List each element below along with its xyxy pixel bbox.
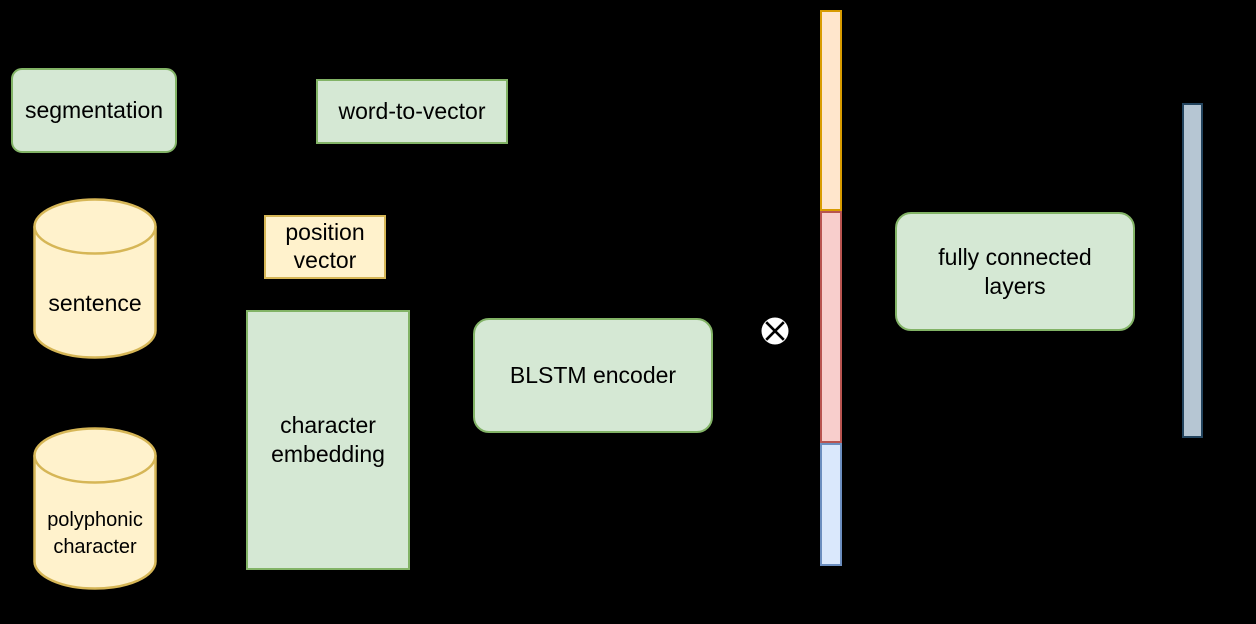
node-character-embedding: character embedding: [246, 310, 410, 570]
node-character-embedding-label: character embedding: [271, 412, 385, 467]
node-polyphonic-character-database: polyphonic character: [33, 427, 157, 590]
vector-bar-segment-blue: [820, 443, 842, 566]
vector-bar-segment-pink: [820, 211, 842, 443]
node-word-to-vector-label: word-to-vector: [338, 98, 486, 125]
output-vector-bar: [1182, 103, 1203, 438]
node-polyphonic-character-label: polyphonic character: [47, 508, 143, 558]
circle-times-icon: [761, 317, 789, 345]
vector-bar-segment-orange: [820, 10, 842, 211]
node-fully-connected-layers: fully connected layers: [895, 212, 1135, 331]
node-word-to-vector: word-to-vector: [316, 79, 508, 144]
database-cylinder-icon: [33, 427, 157, 590]
node-fully-connected-layers-label: fully connected layers: [938, 243, 1092, 299]
node-segmentation: segmentation: [11, 68, 177, 153]
node-blstm-encoder-label: BLSTM encoder: [509, 362, 677, 389]
node-blstm-encoder: BLSTM encoder: [473, 318, 713, 433]
database-cylinder-icon: [33, 198, 157, 359]
node-segmentation-label: segmentation: [24, 97, 164, 124]
node-sentence-database: sentence: [33, 198, 157, 359]
node-position-vector-label: position vector: [285, 219, 365, 273]
node-sentence-label: sentence: [48, 289, 142, 316]
node-position-vector: position vector: [264, 215, 386, 279]
